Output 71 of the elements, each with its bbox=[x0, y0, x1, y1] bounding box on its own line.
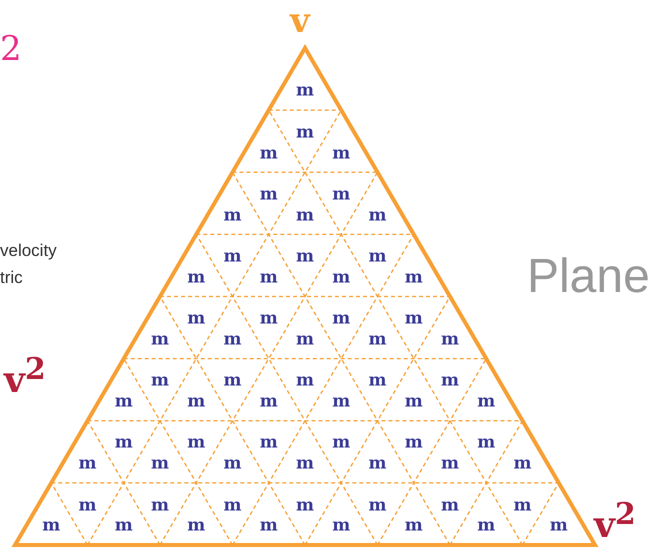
mass-label: m bbox=[550, 518, 568, 535]
note-text: tric bbox=[0, 269, 23, 286]
mass-label: m bbox=[224, 456, 242, 473]
mass-label: m bbox=[404, 394, 423, 411]
mass-label: m bbox=[441, 331, 459, 348]
mass-label: m bbox=[42, 518, 60, 535]
mass-label: m bbox=[260, 310, 278, 328]
mass-label: m bbox=[368, 497, 386, 514]
formula-label: v$^{2}$ bbox=[594, 500, 636, 543]
mass-label: m bbox=[296, 82, 314, 100]
mass-label: m bbox=[224, 331, 242, 348]
mass-label: m bbox=[332, 145, 350, 162]
formula-label: v$^{2}$ bbox=[4, 355, 46, 398]
mass-label: m bbox=[187, 394, 206, 411]
mass-label: m bbox=[151, 331, 169, 348]
mass-label: m bbox=[114, 434, 133, 452]
mass-label: m bbox=[332, 269, 350, 286]
mass-label: m bbox=[151, 497, 169, 514]
mass-label: m bbox=[332, 434, 350, 452]
mass-label: m bbox=[441, 372, 459, 390]
mass-label: m bbox=[514, 456, 532, 473]
mass-label: m bbox=[332, 186, 350, 204]
mass-label: m bbox=[151, 372, 169, 390]
mass-label: m bbox=[260, 518, 278, 535]
mass-label: m bbox=[332, 518, 350, 535]
mass-label: m bbox=[477, 434, 496, 452]
mass-label: m bbox=[441, 497, 459, 514]
mass-label: m bbox=[296, 207, 314, 224]
mass-label: m bbox=[260, 394, 278, 411]
mass-label: m bbox=[260, 186, 278, 204]
mass-label: m bbox=[368, 456, 386, 473]
mass-label: m bbox=[332, 394, 350, 411]
mass-label: m bbox=[224, 372, 242, 390]
mass-label: m bbox=[260, 269, 278, 286]
mass-label: m bbox=[477, 518, 496, 535]
mass-label: m bbox=[514, 497, 532, 514]
mass-label: m bbox=[260, 434, 278, 452]
mass-label: m bbox=[151, 456, 169, 473]
mass-label: m bbox=[114, 518, 133, 535]
mass-label: m bbox=[260, 145, 278, 162]
mass-label: m bbox=[368, 207, 386, 224]
mass-label: m bbox=[296, 248, 314, 266]
mass-label: m bbox=[224, 248, 242, 266]
mass-label: m bbox=[296, 372, 314, 390]
exponent-label: 2 bbox=[0, 32, 22, 66]
mass-label: m bbox=[296, 124, 314, 142]
mass-label: m bbox=[224, 207, 242, 224]
mass-label: m bbox=[404, 434, 423, 452]
note-text: velocity bbox=[0, 242, 57, 259]
mass-label: m bbox=[187, 310, 206, 328]
mass-label: m bbox=[441, 456, 459, 473]
heading-text: Plane bbox=[527, 253, 650, 301]
mass-label: m bbox=[187, 269, 206, 286]
mass-label: m bbox=[332, 310, 350, 328]
mass-label: m bbox=[296, 497, 314, 514]
mass-label: m bbox=[187, 518, 206, 535]
mass-label: m bbox=[187, 434, 206, 452]
mass-label: m bbox=[78, 497, 96, 514]
mass-label: m bbox=[224, 497, 242, 514]
mass-label: m bbox=[477, 394, 496, 411]
mass-label: m bbox=[78, 456, 96, 473]
vertex-label: v bbox=[290, 4, 310, 38]
mass-label: m bbox=[114, 394, 133, 411]
mass-label: m bbox=[296, 331, 314, 348]
mass-label: m bbox=[368, 331, 386, 348]
mass-label: m bbox=[296, 456, 314, 473]
mass-label: m bbox=[404, 518, 423, 535]
mass-label: m bbox=[368, 248, 386, 266]
mass-label: m bbox=[404, 269, 423, 286]
mass-label: m bbox=[404, 310, 423, 328]
mass-label: m bbox=[368, 372, 386, 390]
